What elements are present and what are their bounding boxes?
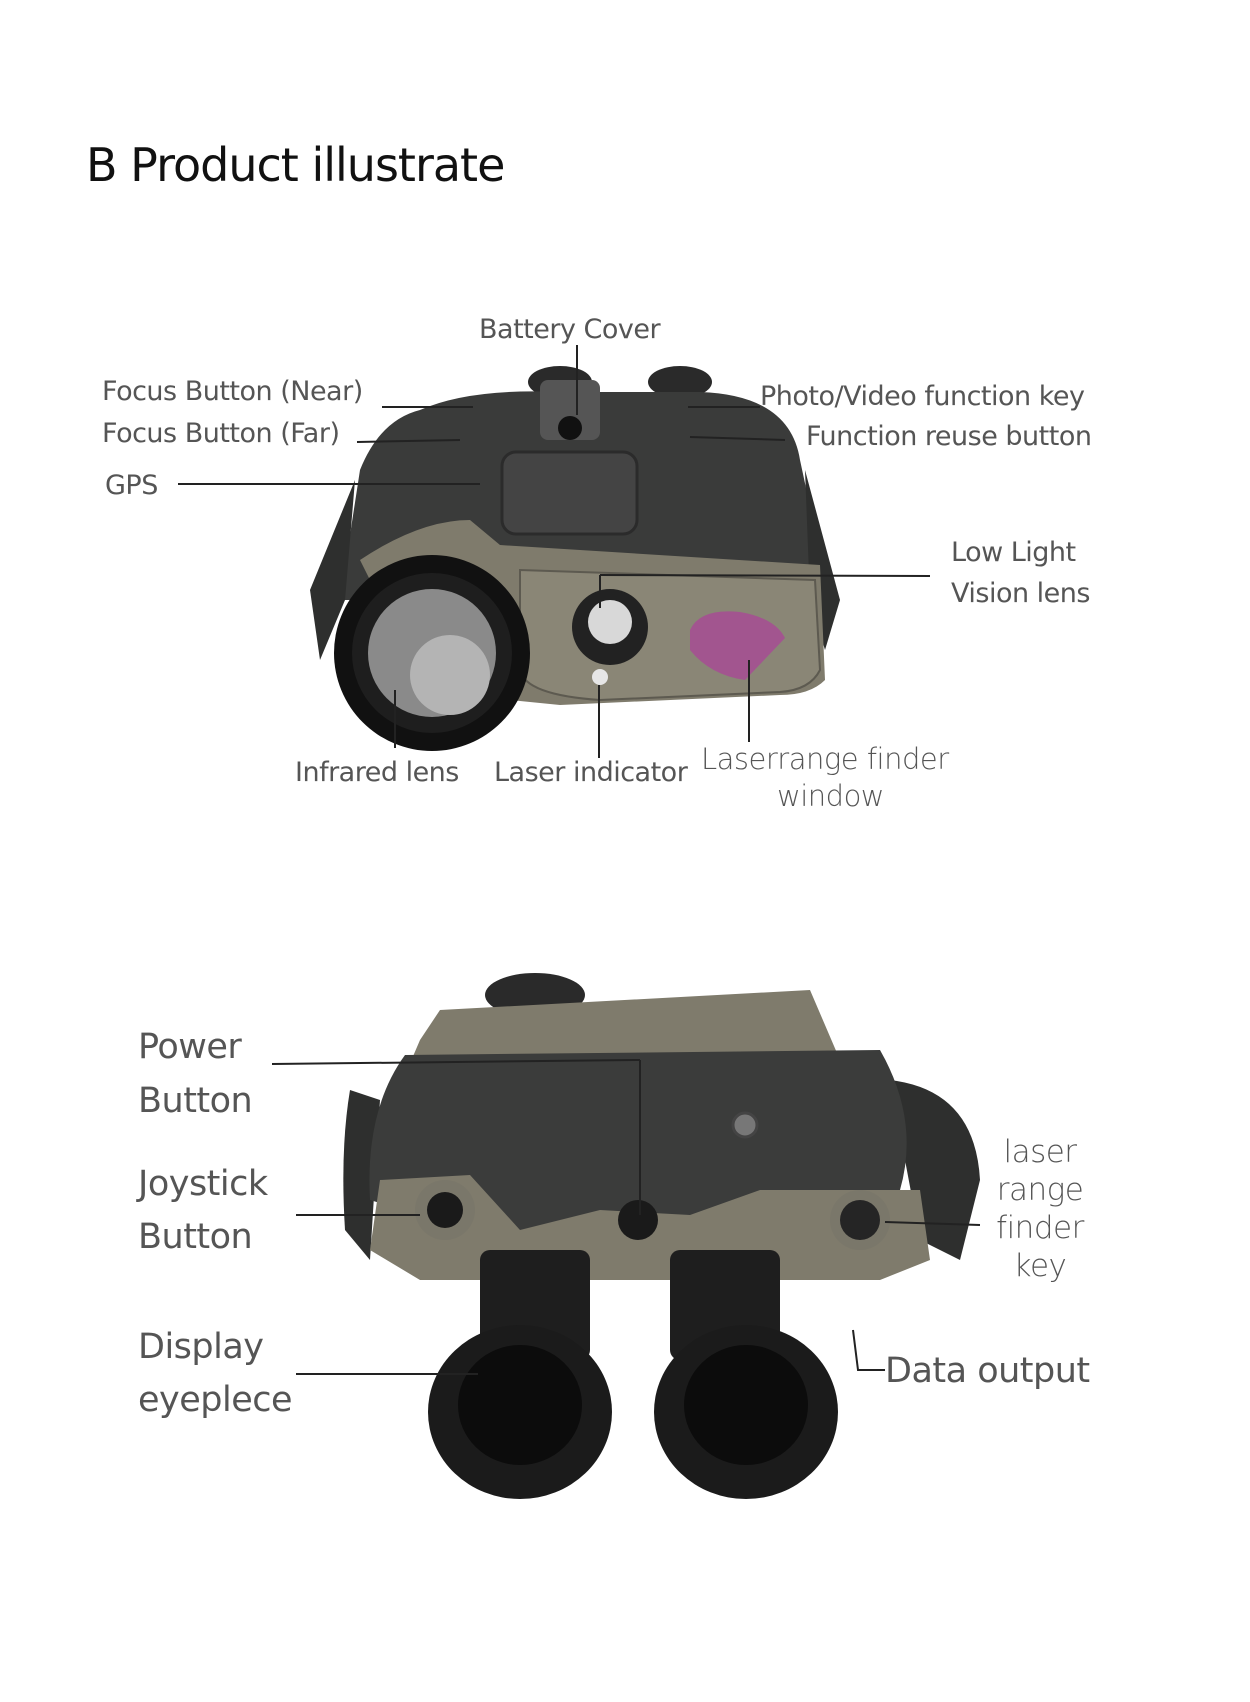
label-laser-indicator: Laser indicator xyxy=(494,757,688,788)
label-infrared-lens: Infrared lens xyxy=(295,757,459,788)
label-rangefinder-window-2: window xyxy=(777,779,885,813)
label-low-light-2: Vision lens xyxy=(951,578,1090,609)
device-top-view xyxy=(310,366,840,751)
label-power-1: Power xyxy=(138,1027,242,1067)
label-rangefinder-window-1: Laserrange finder xyxy=(701,742,949,776)
label-lrf-key-2: range xyxy=(996,1172,1084,1208)
label-gps: GPS xyxy=(105,470,158,501)
label-photo-video-key: Photo/Video function key xyxy=(760,381,1085,412)
label-battery-cover: Battery Cover xyxy=(479,314,661,345)
label-power-2: Button xyxy=(138,1081,253,1121)
label-lrf-key-4: key xyxy=(1013,1248,1067,1284)
label-lrf-key-1: laser xyxy=(1003,1134,1077,1170)
label-lrf-key-3: finder xyxy=(996,1210,1084,1246)
label-low-light-1: Low Light xyxy=(951,537,1076,568)
label-focus-far: Focus Button (Far) xyxy=(102,418,340,449)
label-focus-near: Focus Button (Near) xyxy=(102,376,363,407)
device-rear-view xyxy=(343,973,980,1499)
label-display-1: Display xyxy=(138,1327,264,1367)
top-view-leader-lines xyxy=(178,345,931,758)
label-display-2: eyeplece xyxy=(138,1380,293,1420)
label-data-output: Data output xyxy=(885,1351,1090,1391)
page-title: B Product illustrate xyxy=(86,138,505,192)
rear-view-leader-lines xyxy=(271,1059,981,1375)
label-joystick-1: Joystick xyxy=(138,1164,268,1204)
label-lrf-key: laser range finder key xyxy=(993,1133,1087,1285)
label-joystick-2: Button xyxy=(138,1217,253,1257)
label-function-reuse: Function reuse button xyxy=(806,421,1092,452)
